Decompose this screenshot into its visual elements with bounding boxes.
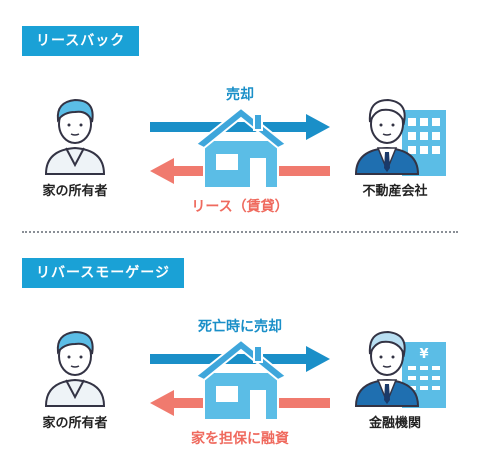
banker-icon — [354, 330, 420, 407]
top-label-2: 死亡時に売却 — [198, 319, 282, 335]
right-caption-1: 不動産会社 — [362, 184, 428, 199]
top-label-1: 売却 — [226, 87, 254, 103]
left-caption-1: 家の所有者 — [42, 184, 108, 199]
svg-text:¥: ¥ — [419, 347, 428, 362]
bottom-label-2: 家を担保に融資 — [191, 431, 289, 447]
bottom-label-1: リース（賃貸） — [191, 199, 289, 215]
section-tag-reverse-mortgage: リバースモーゲージ — [22, 258, 185, 288]
section-tag-leaseback: リースバック — [22, 26, 140, 56]
section-divider — [22, 231, 458, 233]
right-caption-2: 金融機関 — [368, 416, 421, 431]
house-icon — [194, 338, 288, 421]
left-caption-2: 家の所有者 — [42, 416, 108, 431]
house-icon — [194, 106, 288, 189]
businessman-icon — [354, 98, 420, 175]
homeowner-person-icon — [44, 98, 106, 175]
homeowner-person-icon — [44, 330, 106, 407]
